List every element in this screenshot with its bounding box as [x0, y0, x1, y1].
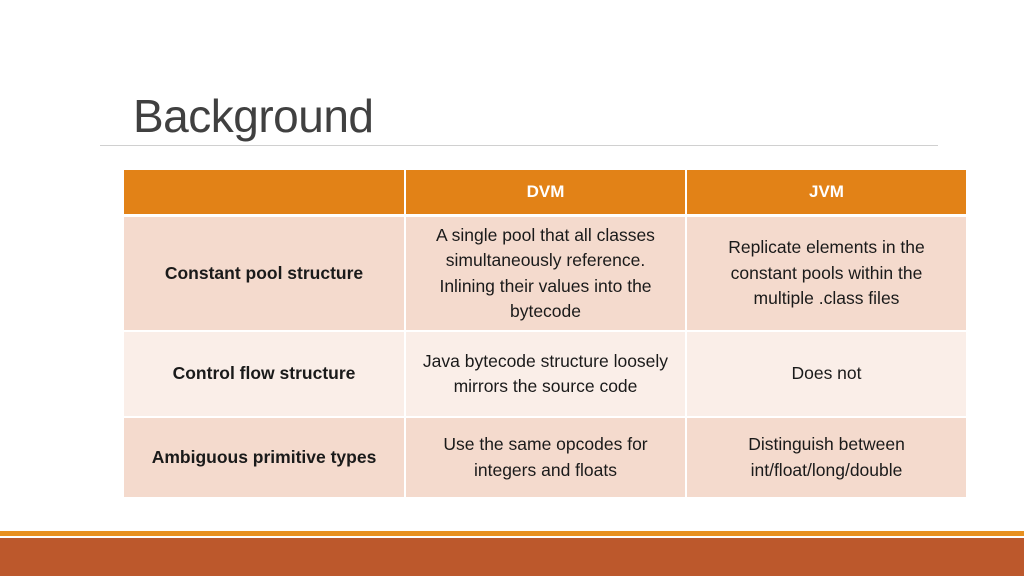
slide-title: Background: [133, 90, 374, 142]
header-cell-blank: [124, 170, 405, 217]
table-row: Control flow structure Java bytecode str…: [124, 331, 966, 418]
footer-bar: [0, 538, 1024, 576]
footer-accent-stripe: [0, 531, 1024, 536]
dvm-cell: A single pool that all classes simultane…: [404, 215, 686, 332]
table-header: DVM JVM: [124, 170, 966, 217]
table-row: Constant pool structure A single pool th…: [124, 215, 966, 332]
comparison-table: DVM JVM Constant pool structure A single…: [124, 170, 966, 499]
row-label: Constant pool structure: [124, 215, 405, 332]
row-label: Ambiguous primitive types: [124, 417, 405, 499]
title-divider: [100, 145, 938, 146]
header-cell-dvm: DVM: [404, 170, 686, 217]
header-row: DVM JVM: [124, 170, 966, 217]
jvm-cell: Replicate elements in the constant pools…: [685, 215, 966, 332]
jvm-cell: Does not: [685, 331, 966, 418]
row-label: Control flow structure: [124, 331, 405, 418]
header-cell-jvm: JVM: [685, 170, 966, 217]
table-row: Ambiguous primitive types Use the same o…: [124, 417, 966, 499]
dvm-cell: Use the same opcodes for integers and fl…: [404, 417, 686, 499]
jvm-cell: Distinguish between int/float/long/doubl…: [685, 417, 966, 499]
dvm-cell: Java bytecode structure loosely mirrors …: [404, 331, 686, 418]
table-body: Constant pool structure A single pool th…: [124, 215, 966, 499]
